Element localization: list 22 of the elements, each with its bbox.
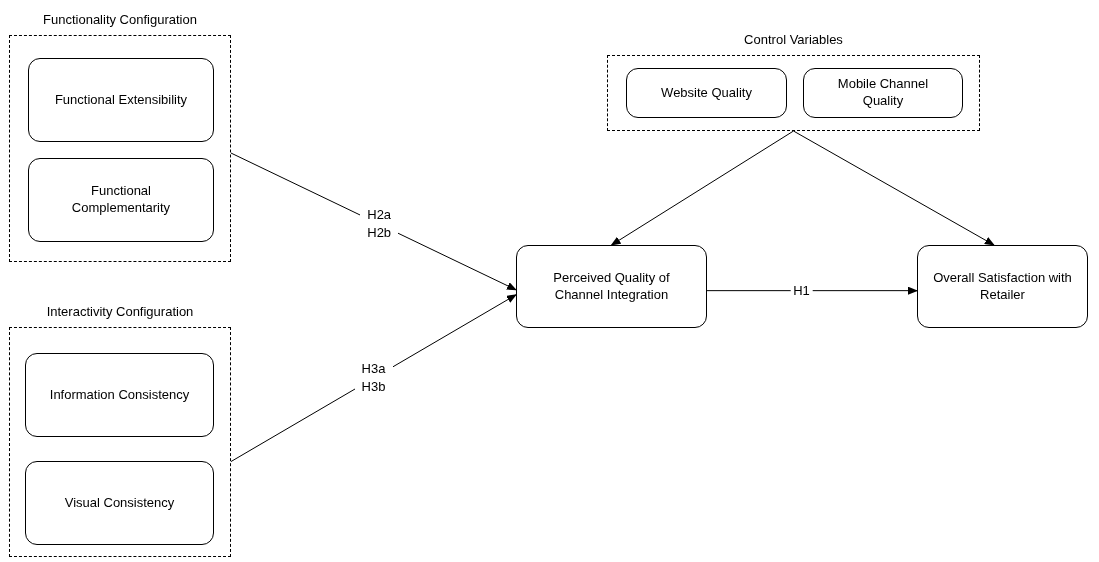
rounded-box: [803, 68, 963, 118]
rounded-box: [917, 245, 1088, 328]
rounded-box: [25, 353, 214, 437]
node-label: Information Consistency: [48, 386, 191, 404]
rounded-box: [28, 158, 214, 242]
arrow: [706, 286, 918, 295]
node-label: Functional Complementarity: [70, 183, 172, 217]
node-label: Visual Consistency: [63, 494, 176, 512]
rounded-box: [25, 461, 214, 545]
node-label: Overall Satisfaction with Retailer: [932, 269, 1073, 304]
group-heading: Functionality Configuration: [42, 12, 198, 27]
arrow: [793, 130, 995, 246]
rounded-box: [626, 68, 787, 118]
node-label: Perceived Quality of Channel Integration: [552, 269, 671, 304]
arrow: [610, 130, 794, 246]
group-heading: Control Variables: [743, 32, 844, 47]
node-label: Mobile Channel Quality: [836, 76, 930, 110]
group-heading: Interactivity Configuration: [45, 304, 195, 319]
node-label: Website Quality: [660, 84, 753, 102]
rounded-box: [28, 58, 214, 142]
node-label: Functional Extensibility: [53, 91, 189, 109]
rounded-box: [516, 245, 707, 328]
